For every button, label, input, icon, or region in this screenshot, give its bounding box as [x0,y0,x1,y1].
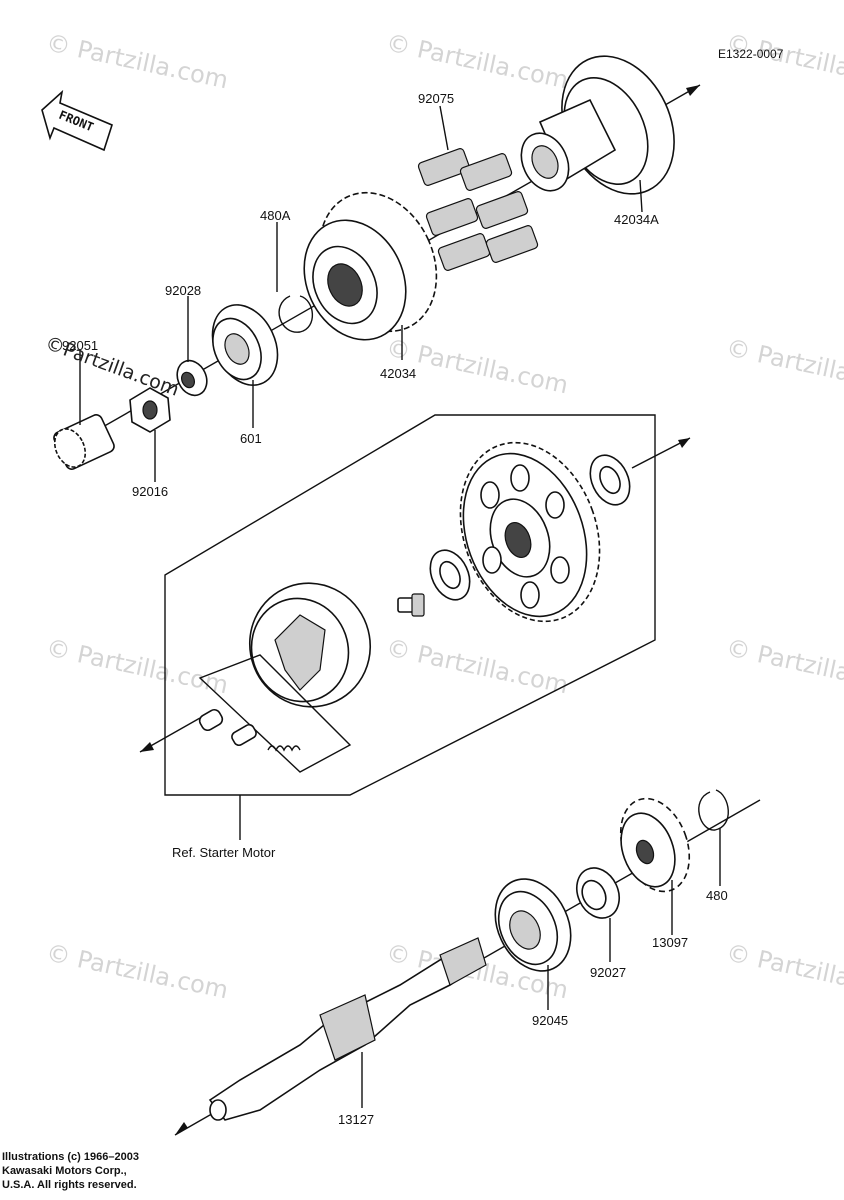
part-label-480: 480 [706,888,728,903]
nut-92016 [129,387,171,433]
watermark: © Partzilla.com [384,28,571,94]
collar-92028 [176,359,208,397]
part-label-480a: 480A [260,208,291,223]
part-label-92027: 92027 [590,965,626,980]
part-label-42034a: 42034A [614,212,659,227]
starter-clutch-hub-42034a [520,55,675,195]
washer [599,465,621,495]
part-label-92028: 92028 [165,283,201,298]
part-label-601: 601 [240,431,262,446]
starter-driven-sprocket [459,441,601,623]
collar-92027 [576,867,620,919]
part-label-92016: 92016 [132,484,168,499]
leader-lines [79,105,721,1108]
watermark: © Partzilla.com [44,633,231,699]
part-label-42034: 42034 [380,366,416,381]
watermark: © Partzilla.com [724,28,844,94]
rollers-92075 [417,148,539,271]
clutch-roller-parts [198,708,301,752]
washer [439,560,461,590]
front-arrow-icon: FRONT [41,89,113,152]
copyright-line: Illustrations (c) 1966–2003 [2,1151,139,1163]
copyright-notice: Illustrations (c) 1966–2003 Kawasaki Mot… [2,1150,222,1192]
copyright-line: Kawasaki Motors Corp., [2,1165,127,1177]
watermark: © Partzilla.com [44,938,231,1004]
watermark: © Partzilla.com [724,633,844,699]
part-label-92075: 92075 [418,91,454,106]
watermark: © Partzilla.com [724,333,844,399]
bearing-601 [211,304,279,386]
circlip-480a [278,295,314,333]
reference-note: Ref. Starter Motor [172,845,276,860]
bearing-92045 [494,878,572,972]
part-labels: 92075 42034A 480A 92028 92051 42034 601 … [62,91,728,1127]
watermark: © Partzilla.com [724,938,844,1004]
diagram-code: E1322-0007 [718,47,784,61]
watermark-overlay: ©Partzilla.com [42,332,182,401]
watermark: © Partzilla.com [44,28,231,94]
watermark: © Partzilla.com [384,633,571,699]
part-label-13127: 13127 [338,1112,374,1127]
part-label-92045: 92045 [532,1013,568,1028]
part-label-92051: 92051 [62,338,98,353]
starter-gear-42034 [303,191,438,341]
splined-gear-92051 [53,414,115,470]
one-way-clutch [248,582,372,708]
circlip-480 [698,789,729,831]
shaft-13127 [208,937,487,1121]
reference-box [164,414,656,796]
bolt [397,593,425,617]
part-label-13097: 13097 [652,935,688,950]
sprocket-13097 [619,797,691,893]
copyright-line: U.S.A. All rights reserved. [2,1179,137,1191]
